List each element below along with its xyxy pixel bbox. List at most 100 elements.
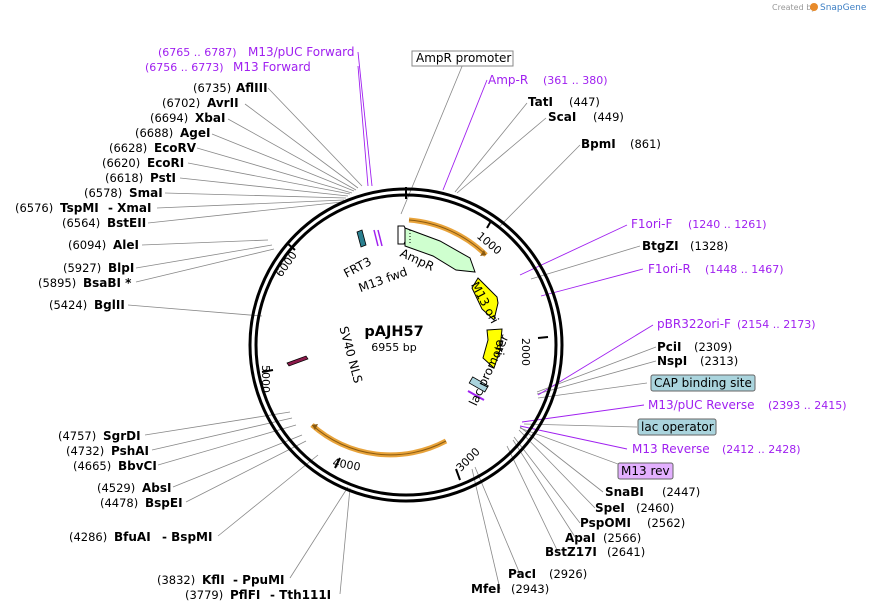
site-tati-pos: (447) <box>569 95 600 109</box>
tick-label-3000: 3000 <box>454 445 483 474</box>
site-mfei: MfeI <box>471 582 501 596</box>
site-absi: AbsI <box>142 481 171 495</box>
site-kfli-pos: (3832) <box>157 573 195 587</box>
primer-m13-forward-range: (6756 .. 6773) <box>145 61 224 74</box>
site-scai-pos: (449) <box>593 110 624 124</box>
site-bglii: BglII <box>94 298 125 312</box>
site-absi-pos: (4529) <box>97 481 135 495</box>
site-ecori-pos: (6620) <box>102 156 140 170</box>
site-ppumi: - PpuMI <box>233 573 285 587</box>
site-snabi: SnaBI <box>605 485 644 499</box>
cap-binding-site-box <box>650 374 756 392</box>
orange-arc-top-edge <box>408 219 487 256</box>
cap-binding-site-label: CAP binding site <box>654 376 752 390</box>
site-blpi-pos: (5927) <box>63 261 101 275</box>
site-mfei-pos: (2943) <box>511 582 549 596</box>
site-pflfi-pos: (3779) <box>185 588 223 602</box>
credit-brand: SnapGene <box>820 3 867 13</box>
site-bsteii: BstEII <box>107 216 146 230</box>
site-afliii-pos: (6735) <box>193 81 231 95</box>
site-apai-pos: (2566) <box>603 531 641 545</box>
primer-amp-r-name: Amp-R <box>488 73 528 87</box>
site-xbai-pos: (6694) <box>150 111 188 125</box>
site-snabi-pos: (2447) <box>662 485 700 499</box>
site-bpmi: BpmI <box>581 137 616 151</box>
sites-right: TatI (447) ScaI (449) BpmI (861) BtgZI (… <box>471 95 738 596</box>
site-tati: TatI <box>528 95 553 109</box>
site-bstz17i-pos: (2641) <box>607 545 645 559</box>
primer-pbr322ori-f-name: pBR322ori-F <box>657 317 731 331</box>
site-afliii: AflIII <box>236 81 268 95</box>
site-ecorv-pos: (6628) <box>109 141 147 155</box>
site-bfuai: BfuAI <box>114 530 151 544</box>
site-pspomi: PspOMI <box>580 516 631 530</box>
site-blpi: BlpI <box>108 261 134 275</box>
site-alei-pos: (6094) <box>68 238 106 252</box>
ampr-feature <box>404 227 476 273</box>
primer-m13-puc-forward-range: (6765 .. 6787) <box>158 46 237 59</box>
plasmid-name: pAJH57 <box>364 324 423 340</box>
site-kfli: KflI <box>202 573 225 587</box>
orange-arc-top-arrow <box>480 250 486 256</box>
cap-binding-site-feature <box>468 376 489 393</box>
site-spei: SpeI <box>595 501 625 515</box>
site-pflfi: PflFI <box>230 588 260 602</box>
frt3-feature <box>356 229 367 248</box>
primer-f1ori-f-range: (1240 .. 1261) <box>688 218 767 231</box>
site-bfuai-pos: (4286) <box>69 530 107 544</box>
site-bbvci-pos: (4665) <box>73 459 111 473</box>
site-nspi-pos: (2313) <box>700 354 738 368</box>
site-tspmi: TspMI <box>60 201 99 215</box>
tick-label-1000: 1000 <box>474 229 504 257</box>
site-bglii-pos: (5424) <box>49 298 87 312</box>
site-btgzi: BtgZI <box>642 239 679 253</box>
site-nspi: NspI <box>657 354 687 368</box>
site-bpmi-pos: (861) <box>630 137 661 151</box>
site-btgzi-pos: (1328) <box>690 239 728 253</box>
primer-pbr322ori-f-range: (2154 .. 2173) <box>737 318 816 331</box>
sites-left: (6735) AflIII (6702) AvrII (6694) XbaI (… <box>15 81 331 602</box>
m13-rev-label: M13 rev <box>621 464 670 478</box>
site-avrii-pos: (6702) <box>162 96 200 110</box>
site-agei-pos: (6688) <box>135 126 173 140</box>
site-paci-pos: (2926) <box>549 567 587 581</box>
feature-label-sv40-nls: SV40 NLS <box>337 325 366 385</box>
primer-f1ori-r-range: (1448 .. 1467) <box>705 263 784 276</box>
site-bspmi: - BspMI <box>162 530 212 544</box>
site-paci: PacI <box>508 567 536 581</box>
site-avrii: AvrII <box>207 96 239 110</box>
site-psti-pos: (6618) <box>105 171 143 185</box>
site-bsteii-pos: (6564) <box>62 216 100 230</box>
orange-arc-bottom-edge <box>311 424 447 456</box>
site-tth111i: - Tth111I <box>270 588 331 602</box>
ampr-promoter-box <box>411 50 514 67</box>
ampr-promoter-label: AmpR promoter <box>416 51 511 65</box>
site-bbvci: BbvCI <box>118 459 157 473</box>
site-pshai: PshAI <box>111 444 149 458</box>
leader-lines-left <box>127 87 363 595</box>
lac-operator-box <box>637 418 717 436</box>
orange-arc-bottom-arrow <box>312 424 318 430</box>
site-tspmi-pos: (6576) <box>15 201 53 215</box>
primer-m13-puc-reverse-name: M13/pUC Reverse <box>648 398 755 412</box>
site-psti: PstI <box>150 171 176 185</box>
site-spei-pos: (2460) <box>636 501 674 515</box>
site-bspei-pos: (4478) <box>100 496 138 510</box>
primer-m13-puc-forward-name: M13/pUC Forward <box>248 45 355 59</box>
site-ecori: EcoRI <box>147 156 184 170</box>
m13-ori-feature <box>471 277 499 321</box>
site-pcii: PciI <box>657 340 682 354</box>
primer-m13-puc-reverse-range: (2393 .. 2415) <box>768 399 847 412</box>
site-bspei: BspEI <box>145 496 183 510</box>
primer-m13-reverse-range: (2412 .. 2428) <box>722 443 801 456</box>
scale-ticks <box>261 187 549 481</box>
site-xmai: - XmaI <box>108 201 151 215</box>
primer-m13-reverse-name: M13 Reverse <box>632 442 710 456</box>
site-scai: ScaI <box>548 110 576 124</box>
plasmid-size: 6955 bp <box>371 341 416 354</box>
primer-amp-r-range: (361 .. 380) <box>543 74 608 87</box>
site-pcii-pos: (2309) <box>694 340 732 354</box>
site-sgrdi-pos: (4757) <box>58 429 96 443</box>
tick-label-2000: 2000 <box>519 338 532 366</box>
